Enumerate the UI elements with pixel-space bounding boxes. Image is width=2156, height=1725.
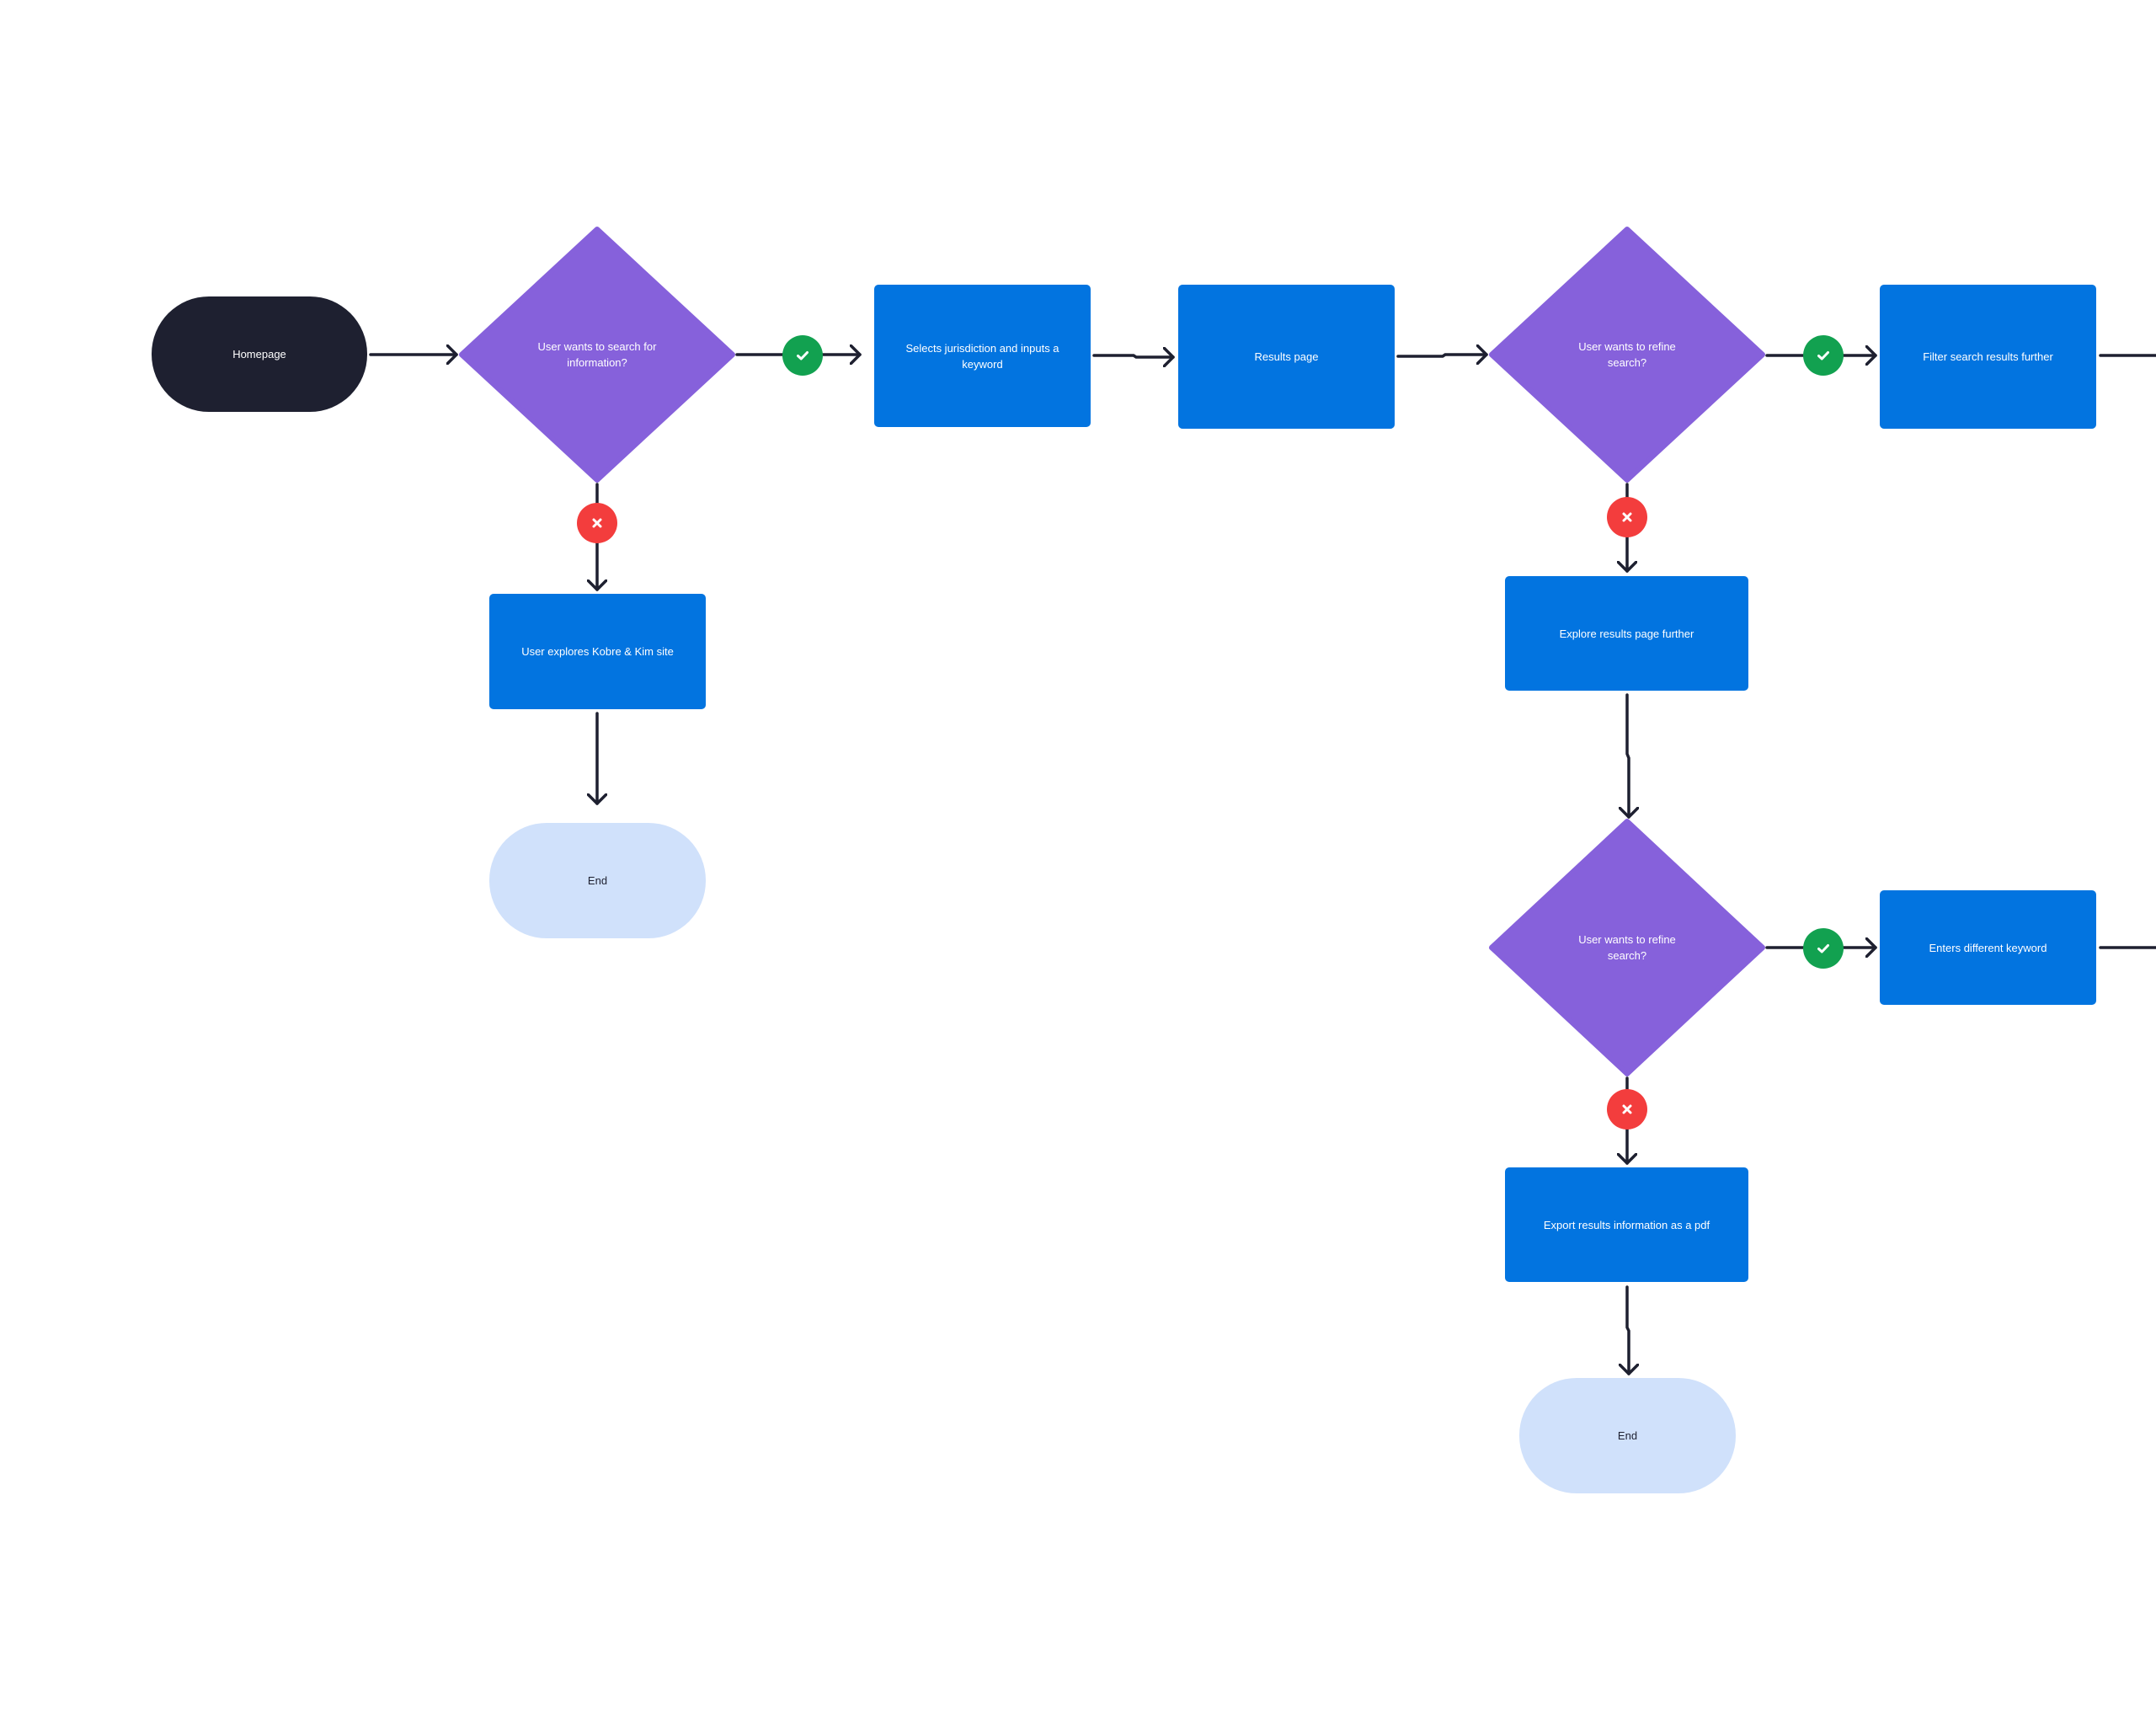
connector-export-end bbox=[1627, 1285, 1629, 1375]
decision-shape-refine-2[interactable] bbox=[1489, 819, 1765, 1076]
enter-keyword-label: Enters different keyword bbox=[1929, 941, 2047, 954]
filter-results-label: Filter search results further bbox=[1923, 350, 2053, 363]
enter-keyword-box[interactable]: Enters different keyword bbox=[1880, 890, 2096, 1005]
select-jurisdiction-box[interactable]: Selects jurisdiction and inputs a keywor… bbox=[874, 285, 1091, 427]
end-terminal-1[interactable]: End bbox=[489, 823, 706, 938]
connector-select-results bbox=[1092, 355, 1175, 357]
select-jurisdiction-label: Selects jurisdiction and inputs a keywor… bbox=[905, 341, 1059, 371]
check-icon bbox=[1817, 351, 1829, 360]
export-pdf-box[interactable]: Export results information as a pdf bbox=[1505, 1167, 1748, 1282]
decision-search-label: User wants to search for information? bbox=[537, 340, 657, 369]
no-badge-refine-2 bbox=[1607, 1089, 1647, 1130]
close-icon bbox=[592, 518, 602, 528]
homepage-label: Homepage bbox=[232, 348, 286, 360]
connector-results-refine bbox=[1396, 355, 1488, 356]
results-page-label: Results page bbox=[1254, 350, 1319, 363]
decision-shape-refine-1[interactable] bbox=[1489, 227, 1765, 483]
end-1-label: End bbox=[587, 874, 608, 887]
no-badge-refine-1 bbox=[1607, 497, 1647, 537]
explore-site-box[interactable]: User explores Kobre & Kim site bbox=[489, 594, 706, 709]
yes-badge-search bbox=[782, 335, 823, 376]
decision-refine-1-label: User wants to refine search? bbox=[1578, 340, 1676, 369]
yes-badge-refine-2 bbox=[1803, 928, 1844, 969]
decision-refine-2-label: User wants to refine search? bbox=[1578, 933, 1676, 962]
results-page-box[interactable]: Results page bbox=[1178, 285, 1395, 429]
close-icon bbox=[1622, 1104, 1632, 1114]
no-badge-search bbox=[577, 503, 617, 543]
homepage-terminal[interactable]: Homepage bbox=[152, 296, 367, 412]
yes-badge-refine-1 bbox=[1803, 335, 1844, 376]
filter-results-box[interactable]: Filter search results further bbox=[1880, 285, 2096, 429]
check-icon bbox=[1817, 944, 1829, 953]
explore-results-box[interactable]: Explore results page further bbox=[1505, 576, 1748, 691]
connector-explore-results-refine-2 bbox=[1627, 693, 1629, 819]
export-pdf-label: Export results information as a pdf bbox=[1543, 1218, 1710, 1231]
explore-results-label: Explore results page further bbox=[1559, 627, 1694, 640]
end-2-label: End bbox=[1617, 1429, 1638, 1442]
explore-site-label: User explores Kobre & Kim site bbox=[521, 645, 674, 658]
decision-shape-search[interactable] bbox=[459, 227, 735, 483]
close-icon bbox=[1622, 512, 1632, 522]
end-terminal-2[interactable]: End bbox=[1519, 1378, 1736, 1493]
check-icon bbox=[797, 351, 808, 360]
